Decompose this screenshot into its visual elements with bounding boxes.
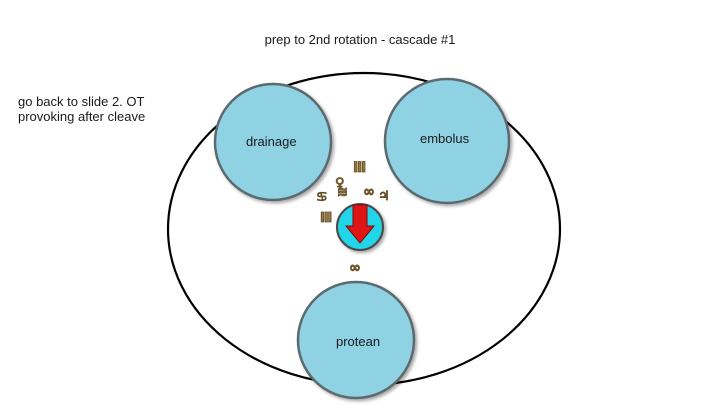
svg-text:♃: ♃	[378, 189, 390, 204]
svg-text:∞: ∞	[363, 184, 375, 200]
svg-text:Ⅲ: Ⅲ	[320, 211, 332, 226]
svg-text:∞: ∞	[349, 260, 361, 276]
circle-drainage	[213, 82, 333, 202]
svg-text:≋: ≋	[337, 185, 348, 200]
svg-text:♀: ♀	[335, 176, 345, 191]
svg-text:Ⅲ: Ⅲ	[353, 160, 366, 176]
label-embolus: embolus	[420, 131, 470, 146]
svg-text:♋: ♋	[316, 190, 328, 205]
label-protean: protean	[336, 334, 381, 349]
label-drainage: drainage	[246, 134, 297, 149]
circle-protean	[296, 280, 416, 400]
center-arrow-icon	[336, 203, 384, 251]
circle-embolus	[383, 77, 511, 205]
side-note: go back to slide 2. OT provoking after c…	[18, 94, 146, 124]
symbol-cluster-icon: Ⅲ ♀ ♋ ≋ ∞ ♃ Ⅲ ∞	[316, 160, 390, 277]
page-title: prep to 2nd rotation - cascade #1	[264, 32, 456, 47]
